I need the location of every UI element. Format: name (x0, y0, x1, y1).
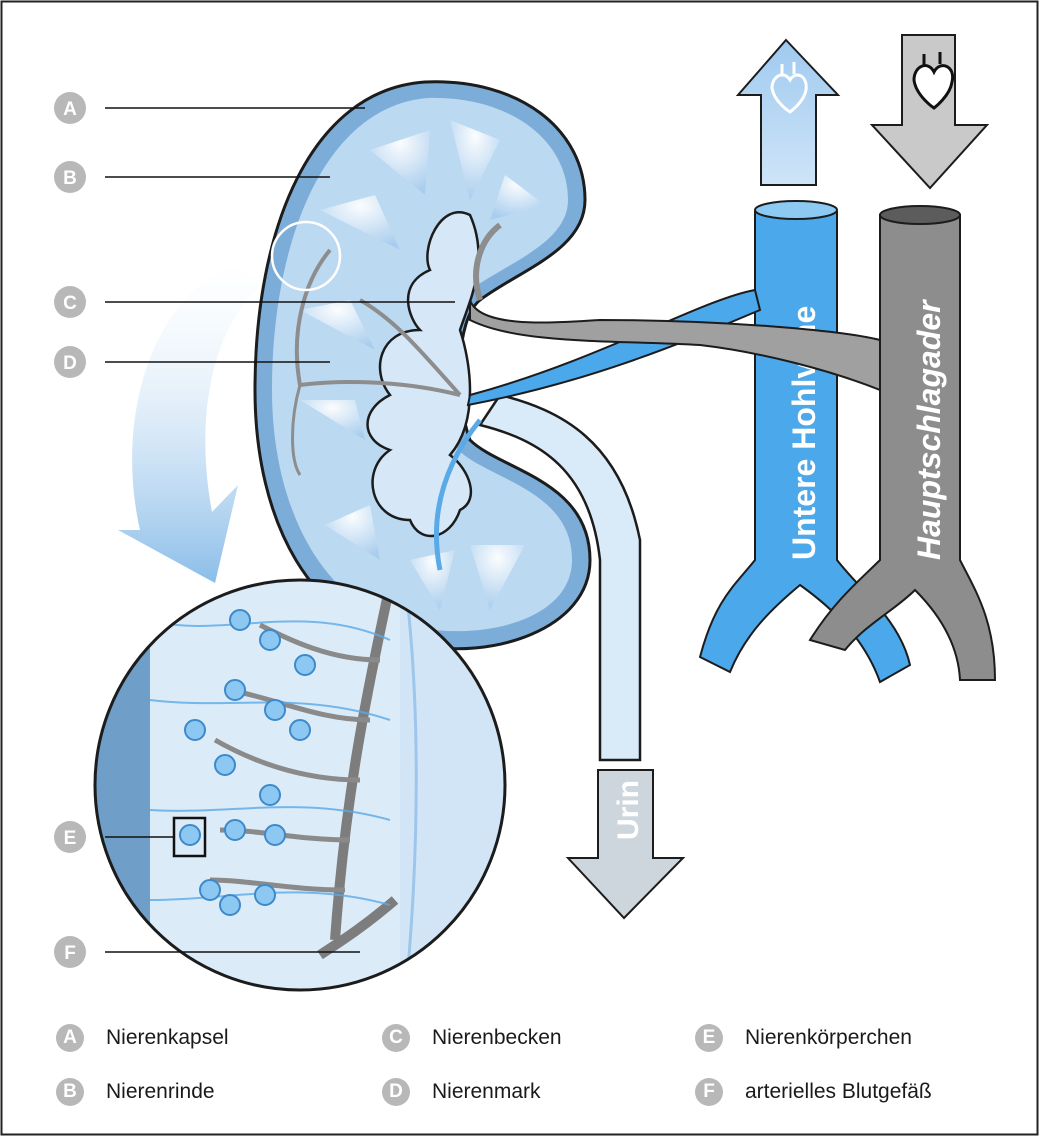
marker-e: E (54, 821, 86, 853)
marker-c-letter: C (63, 293, 77, 314)
marker-b-letter: B (63, 168, 77, 189)
marker-f: F (54, 936, 86, 968)
marker-f-letter: F (64, 943, 76, 964)
urine-arrow: Urin (568, 770, 683, 918)
artery-label: Hauptschlagader (911, 299, 947, 560)
kidney (255, 82, 590, 649)
markers: A B C D E F (54, 92, 86, 968)
marker-e-letter: E (64, 828, 77, 849)
marker-a: A (54, 92, 86, 124)
arrow-to-heart (738, 40, 838, 185)
marker-b: B (54, 161, 86, 193)
marker-a-letter: A (63, 99, 77, 120)
urine-label: Urin (612, 780, 645, 840)
marker-d: D (54, 346, 86, 378)
marker-d-letter: D (63, 353, 77, 374)
marker-c: C (54, 286, 86, 318)
zoom-arrow (118, 262, 262, 583)
arrow-from-heart (872, 35, 987, 188)
